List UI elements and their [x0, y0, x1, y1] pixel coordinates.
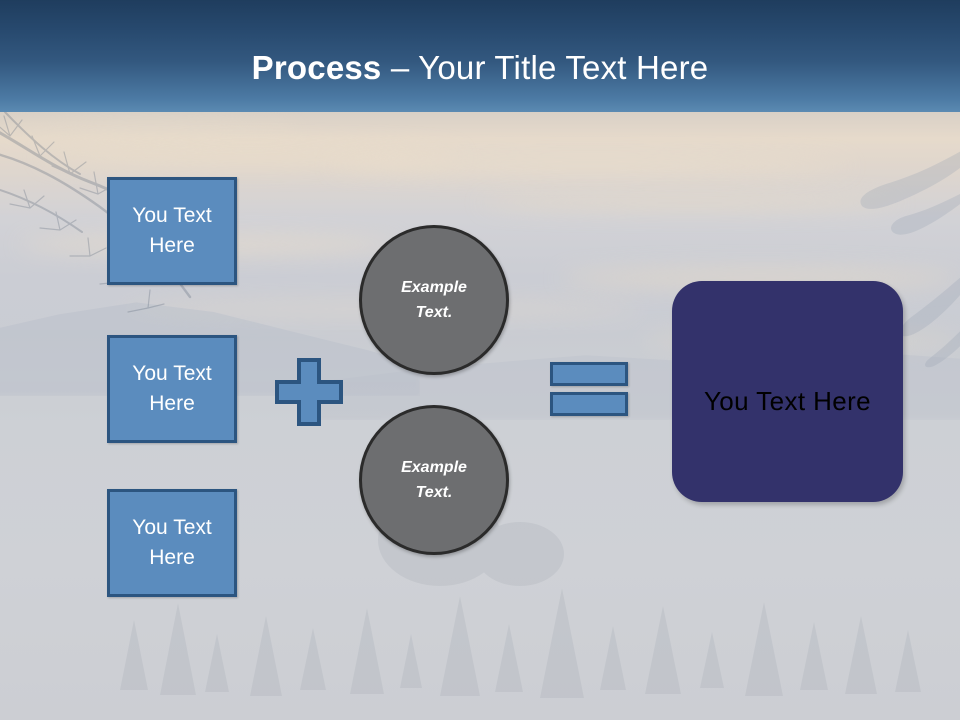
example-circle-1-label-line2: Text. [415, 304, 453, 321]
slide-header-band: Process – Your Title Text Here [0, 0, 960, 112]
cloud-streak [480, 196, 900, 210]
page-title: Process – Your Title Text Here [0, 48, 960, 88]
example-circle-2-label-line2: Text. [415, 484, 453, 501]
example-circle-1[interactable]: Example Text. [359, 225, 509, 375]
cloud-streak [330, 158, 850, 174]
input-box-1[interactable]: You Text Here [107, 177, 237, 285]
result-card[interactable]: You Text Here [672, 281, 903, 502]
equals-bar-bottom [550, 392, 628, 416]
equals-icon [550, 362, 628, 416]
example-circle-1-label-line1: Example [401, 279, 467, 296]
input-box-3-label: You Text Here [132, 516, 212, 569]
tree-silhouette-right [780, 140, 960, 370]
equals-bar-top [550, 362, 628, 386]
input-box-3[interactable]: You Text Here [107, 489, 237, 597]
input-box-1-label: You Text Here [132, 204, 212, 257]
page-title-bold: Process [251, 49, 382, 86]
cloud-streak [0, 120, 300, 140]
result-card-label: You Text Here [703, 386, 872, 416]
input-box-2-label: You Text Here [132, 362, 212, 415]
page-title-rest: – Your Title Text Here [381, 49, 709, 86]
example-circle-2-label-line1: Example [401, 459, 467, 476]
input-box-2[interactable]: You Text Here [107, 335, 237, 443]
example-circle-2[interactable]: Example Text. [359, 405, 509, 555]
plus-icon [275, 358, 343, 426]
